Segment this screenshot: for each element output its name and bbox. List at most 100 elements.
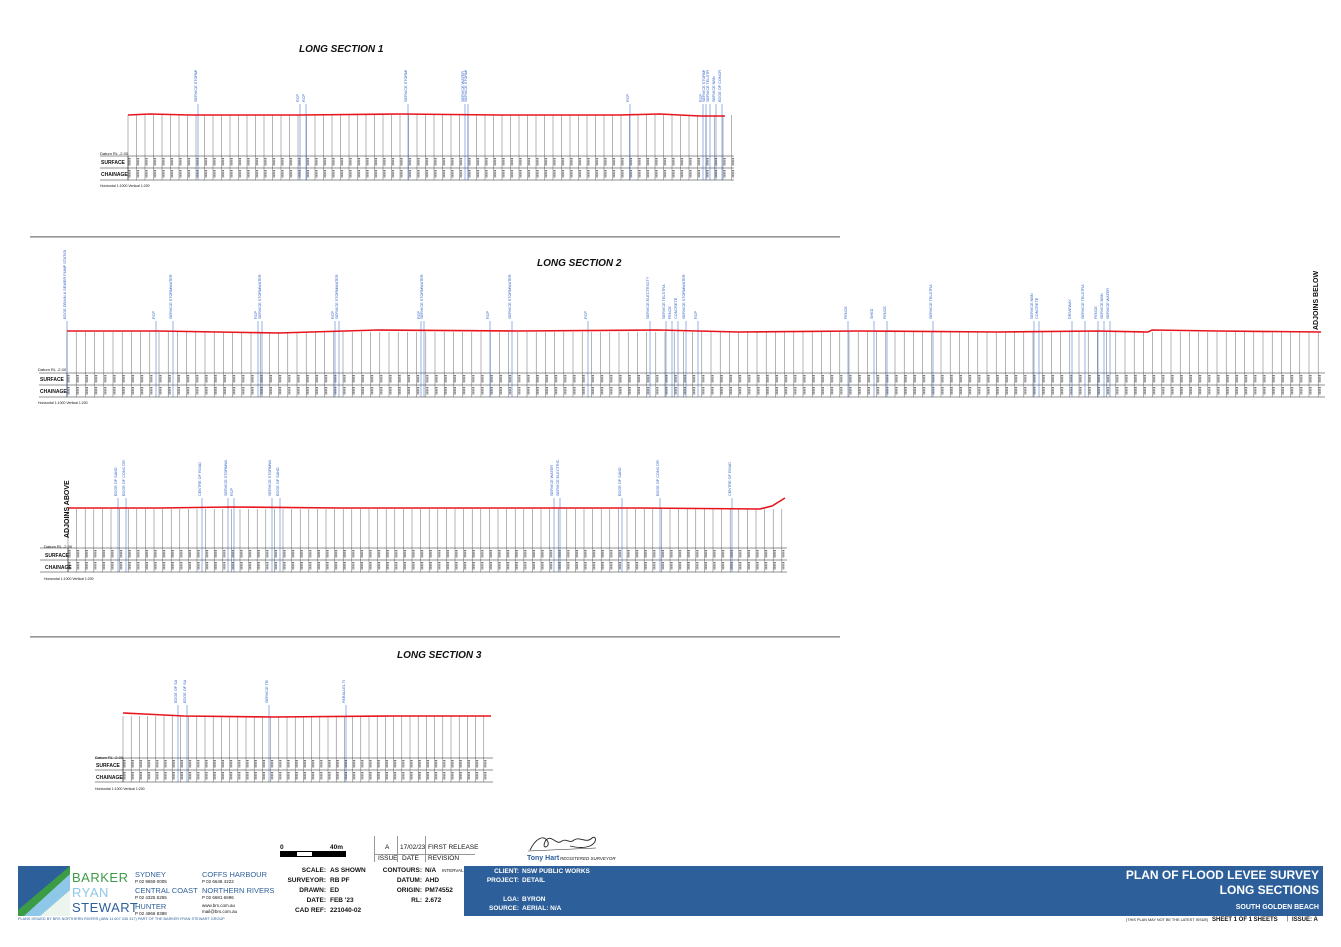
feature-label: RCP (302, 94, 306, 102)
ground-profile (122, 712, 491, 718)
plan-title-panel: CLIENT: NSW PUBLIC WORKS PROJECT: DETAIL… (464, 866, 1323, 916)
feature-label: SHED (870, 308, 874, 319)
feature-label: SERVICE STORMWATER (508, 274, 512, 319)
issue-date: 17/02/23 (400, 844, 426, 851)
office-northern-rivers: NORTHERN RIVERS P 02 6681 6696 (202, 886, 275, 900)
feature-label: SERVICE STORMWATER (404, 70, 408, 102)
feature-label: RCP (230, 488, 234, 496)
scale-note: Horizontal 1:1000 Vertical 1:200 (95, 787, 145, 791)
feature-label: RCP (626, 94, 630, 102)
feature-label: SERVICE NBN (712, 76, 716, 102)
feature-label: CONCRETE (674, 297, 678, 319)
issue-table: A 17/02/23 FIRST RELEASE ISSUE DATE REVI… (374, 836, 515, 862)
scale-bar-segment (312, 851, 346, 857)
feature-label: RCP (331, 311, 335, 319)
adjoins-above-label: ADJOINS ABOVE (64, 480, 71, 538)
plan-disclaimer: (THIS PLAN MAY NOT BE THE LATEST ISSUE) (1126, 918, 1209, 922)
scale-bar (280, 851, 346, 857)
feature-label: SERVICE STORMWATER (194, 70, 198, 102)
feature-label: RCP (296, 94, 300, 102)
surveyor-role: REGISTERED SURVEYOR (560, 856, 616, 861)
office-coffs-harbour: COFFS HARBOUR P 02 6648 4222 (202, 870, 268, 884)
long-section-2-continued-drawing: EDGE OF SAND EDGE OF CONC DRIVEWAY CENTRE … (40, 460, 787, 573)
feature-label: RCP (254, 311, 258, 319)
feature-label: SERVICE STORMWATER (258, 274, 262, 319)
company-web[interactable]: www.brs.com.au (202, 903, 236, 908)
feature-label: SERVICE STORMWATER (420, 274, 424, 319)
ground-profile (68, 497, 786, 510)
plan-location: SOUTH GOLDEN BEACH (1235, 904, 1319, 911)
datum-label: Datum RL -2.00 (38, 367, 67, 372)
feature-label: SERVICE ELECTRICITY (556, 460, 560, 496)
plan-title: PLAN OF FLOOD LEVEE SURVEY (1125, 868, 1319, 882)
feature-label: FENCE (883, 306, 887, 319)
feature-label: RCP (699, 94, 703, 102)
chainage-row-label: CHAINAGE (96, 775, 123, 781)
feature-label: SERVICE STORMWATER (169, 274, 173, 319)
company-name-stewart: STEWART (72, 900, 139, 915)
feature-label: SERVICE ELECTRICITY (646, 276, 650, 319)
details-mid: CONTOURS: N/A INTERVAL DATUM: AHD ORIGIN… (382, 867, 464, 904)
feature-label: SERVICE NBN (1100, 293, 1104, 319)
feature-label: RCP (152, 311, 156, 319)
feature-label: EDGE OF SAND (183, 680, 187, 703)
sheet-number: SHEET 1 OF 1 SHEETS (1212, 917, 1278, 923)
section-title: LONG SECTION 1 (299, 44, 384, 55)
feature-label: SERVICE WATER (550, 465, 554, 496)
section-title: LONG SECTION 2 (537, 258, 622, 269)
feature-label: SERVICE WATER MAIN (461, 70, 465, 102)
section-title: LONG SECTION 3 (397, 650, 482, 661)
feature-label: SERVICE STORMWATER (682, 274, 686, 319)
company-email[interactable]: mail@brs.com.au (202, 909, 238, 914)
feature-label: EDGE OF SAND (276, 467, 280, 496)
revision-col-header: REVISION (428, 855, 460, 862)
chainage-row-label: CHAINAGE (45, 565, 72, 571)
feature-label: EDGE OF CONC DRIVEWAY (122, 460, 126, 496)
datum-label: Datum RL -2.00 (44, 544, 73, 549)
feature-label: SERVICE TELSTRA (265, 680, 269, 703)
feature-label: SERVICE TELSTRA (706, 70, 710, 102)
feature-label: EDGE OF SAND (174, 680, 178, 703)
surveyor-name: Tony Hart (527, 855, 560, 862)
issue-col-header: ISSUE (378, 855, 398, 862)
ground-profile (127, 113, 725, 117)
feature-label: RCP (584, 311, 588, 319)
feature-label: EDGE OF SAND (114, 467, 118, 496)
feature-label: SERVICE STORMWATER (335, 274, 339, 319)
feature-label: SERVICE STORMWATER (464, 70, 468, 102)
feature-label: RCP (694, 311, 698, 319)
feature-label: CENTRE OF ROAD (728, 462, 732, 496)
feature-label: RCP (417, 311, 421, 319)
feature-label: EDGE DRAIN & SEWER PUMP STATION (63, 250, 67, 319)
section-separator (30, 636, 840, 638)
scale-bar-start: 0 (280, 844, 284, 851)
surveyor-signature (527, 836, 597, 852)
company-footer: PLANS ISSUED BY BRS NORTHERN RIVERS (ABN… (18, 917, 225, 921)
scale-note: Horizontal 1:1000 Vertical 1:200 (38, 401, 88, 405)
company-name-barker: BARKER (72, 870, 129, 885)
feature-label: SERVICE STORMWATER (224, 460, 228, 496)
ground-profile (67, 329, 1322, 334)
feature-label: SERVICE STORMWATER (702, 70, 706, 102)
chainage-row-label: CHAINAGE (40, 389, 67, 395)
plan-issue: ISSUE: A (1292, 917, 1318, 923)
issue-value: A (385, 844, 390, 851)
feature-label: FENCE (668, 306, 672, 319)
feature-label: EDGE OF CONC DRIVEWAY (656, 460, 660, 496)
company-name-ryan: RYAN (72, 885, 109, 900)
feature-label: SERVICE STORMWATER (268, 460, 272, 496)
feature-label: RCP (486, 311, 490, 319)
feature-label: PARALLEL TO EDGE OF BITUMEN (342, 680, 346, 703)
scale-note: Horizontal 1:1000 Vertical 1:200 (100, 184, 150, 188)
datum-label: Datum RL -2.00 (95, 755, 124, 760)
office-hunter: HUNTER P 02 4966 8388 (135, 902, 167, 916)
datum-label: Datum RL -2.00 (100, 151, 129, 156)
feature-label: SERVICE TELSTRA (662, 284, 666, 319)
feature-label: CENTRE OF ROAD (198, 462, 202, 496)
office-central-coast: CENTRAL COAST P 02 4325 5255 (135, 886, 198, 900)
issue-revision: FIRST RELEASE (428, 844, 479, 851)
sheet-divider: | (1287, 916, 1289, 922)
feature-label: FENCE (844, 306, 848, 319)
